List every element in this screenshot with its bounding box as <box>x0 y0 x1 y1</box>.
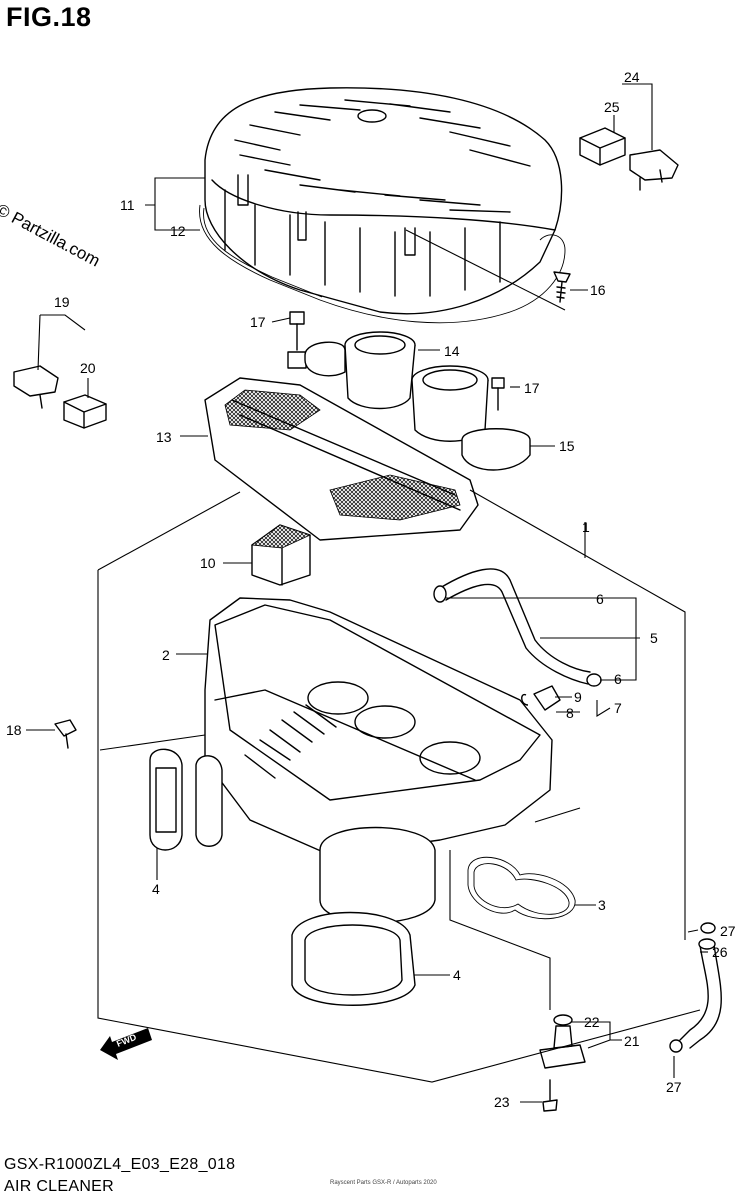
velocity-stack-15 <box>411 365 531 471</box>
drain-hose-26 <box>679 938 722 1049</box>
callout-23: 23 <box>494 1094 510 1110</box>
callout-19: 19 <box>54 294 70 310</box>
callout-8: 8 <box>566 705 574 721</box>
air-cleaner-case <box>204 597 553 924</box>
callout-14: 14 <box>444 343 460 359</box>
o-ring-22 <box>553 1014 573 1026</box>
callout-24: 24 <box>624 69 640 85</box>
callout-3: 3 <box>598 897 606 913</box>
plug-8 <box>533 685 561 711</box>
callout-11: 11 <box>120 197 135 213</box>
breather-hose-5 <box>439 568 591 685</box>
callout-9: 9 <box>574 689 582 705</box>
clip-9 <box>521 693 529 706</box>
screw-23 <box>542 1079 558 1112</box>
section-name: AIR CLEANER <box>4 1178 114 1195</box>
sponge-filter-10 <box>250 524 312 586</box>
forward-direction-arrow: FWD <box>100 1028 152 1060</box>
callout-2: 2 <box>162 647 170 663</box>
hose-clamp-6-lower <box>586 673 602 687</box>
callout-22: 22 <box>584 1014 600 1030</box>
callout-27-lower: 27 <box>666 1079 682 1095</box>
intake-seal-4-left <box>149 748 223 851</box>
cover-gasket <box>199 204 566 324</box>
bolt-18 <box>54 719 77 749</box>
velocity-stack-14 <box>304 331 416 410</box>
o-ring-gasket-3 <box>467 856 576 920</box>
callout-6-lower: 6 <box>614 671 622 687</box>
callout-16: 16 <box>590 282 606 298</box>
sensor-connector-20 <box>63 394 107 429</box>
callout-25: 25 <box>604 99 620 115</box>
callout-15: 15 <box>559 438 575 454</box>
drain-plug-21 <box>539 1025 586 1069</box>
footer-small-print: Rayscent Parts GSX-R / Autoparts 2020 <box>330 1180 437 1186</box>
hose-clamp-6-upper <box>433 585 447 603</box>
callout-7: 7 <box>614 700 622 716</box>
model-code: GSX-R1000ZL4_E03_E28_018 <box>4 1156 236 1173</box>
callout-21: 21 <box>624 1033 640 1049</box>
bolt-17-lower <box>491 377 505 411</box>
callout-1: 1 <box>582 519 590 535</box>
callout-18: 18 <box>6 722 22 738</box>
callout-13: 13 <box>156 429 172 445</box>
hose-clamp-27-upper <box>700 922 716 934</box>
sensor-19 <box>13 365 59 409</box>
callout-numbers: 1 2 3 4 4 5 6 6 7 8 9 10 11 12 13 14 15 … <box>6 69 736 1110</box>
callout-26: 26 <box>712 944 728 960</box>
sensor-connector-25 <box>579 127 626 166</box>
callout-20: 20 <box>80 360 96 376</box>
callout-4-left: 4 <box>152 881 160 897</box>
sensor-24 <box>629 149 679 191</box>
callout-17-upper: 17 <box>250 314 266 330</box>
bolt-17-upper <box>287 311 307 369</box>
air-cleaner-element <box>204 377 479 541</box>
screw-16 <box>553 271 571 303</box>
air-cleaner-cover <box>204 87 563 315</box>
intake-seal-4-lower <box>291 911 416 1006</box>
assembly-outline <box>97 489 701 1083</box>
figure-title: FIG.18 <box>6 2 92 32</box>
callout-12: 12 <box>170 223 186 239</box>
callout-4-lower: 4 <box>453 967 461 983</box>
callout-6-upper: 6 <box>596 591 604 607</box>
leader-lines <box>26 83 708 1103</box>
hose-clamp-27-lower <box>669 1039 683 1053</box>
callout-27-upper: 27 <box>720 923 736 939</box>
callout-5: 5 <box>650 630 658 646</box>
callout-10: 10 <box>200 555 216 571</box>
callout-17-lower: 17 <box>524 380 540 396</box>
